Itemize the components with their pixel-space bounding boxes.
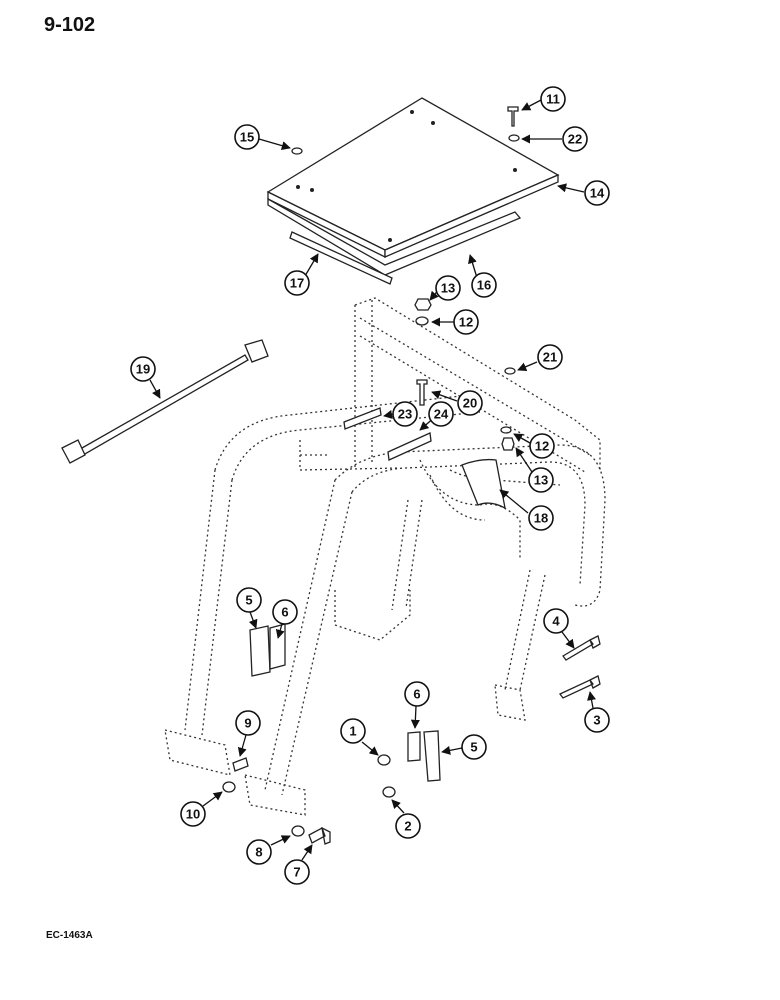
callout-10: 10	[180, 801, 206, 827]
callout-6b-label: 6	[413, 687, 420, 702]
callout-24-label: 24	[434, 407, 449, 422]
callout-13b: 13	[528, 467, 554, 493]
callout-13a: 13	[435, 275, 461, 301]
callout-1: 1	[340, 718, 366, 744]
callout-19: 19	[130, 356, 156, 382]
leader-lines	[149, 99, 596, 861]
callout-22: 22	[562, 126, 588, 152]
callout-11-label: 11	[546, 92, 560, 107]
callout-17-label: 17	[290, 276, 304, 291]
callout-5a-label: 5	[245, 593, 252, 608]
callout-5b-label: 5	[470, 740, 477, 755]
callout-7: 7	[284, 859, 310, 885]
small-parts	[222, 106, 601, 845]
top-plate	[266, 97, 560, 259]
callout-10-label: 10	[186, 807, 200, 822]
callout-21: 21	[537, 344, 563, 370]
callout-23-label: 23	[398, 407, 412, 422]
callout-11: 11	[540, 86, 566, 112]
callout-17: 17	[284, 270, 310, 296]
callout-21-label: 21	[543, 350, 557, 365]
figure-code: EC-1463A	[46, 930, 93, 941]
callout-3-label: 3	[593, 713, 600, 728]
callout-16: 16	[471, 272, 497, 298]
callout-18: 18	[528, 505, 554, 531]
callout-3: 3	[584, 707, 610, 733]
callout-6a: 6	[272, 599, 298, 625]
callout-20: 20	[457, 390, 483, 416]
callout-9: 9	[235, 710, 261, 736]
page-number: 9-102	[44, 14, 96, 36]
callout-14-label: 14	[590, 186, 605, 201]
callout-5a: 5	[236, 587, 262, 613]
callout-5b: 5	[461, 734, 487, 760]
callout-24: 24	[428, 401, 454, 427]
callout-4: 4	[543, 608, 569, 634]
lower-plate	[267, 197, 522, 276]
callout-12b-label: 12	[535, 439, 549, 454]
rops-frame	[164, 297, 606, 816]
callout-8-label: 8	[255, 845, 262, 860]
callout-12b: 12	[529, 433, 555, 459]
callout-15: 15	[234, 124, 260, 150]
callout-19-label: 19	[136, 362, 150, 377]
callout-14: 14	[584, 180, 610, 206]
callout-22-label: 22	[568, 132, 582, 147]
callout-6a-label: 6	[281, 605, 288, 620]
callout-4-label: 4	[552, 614, 560, 629]
callout-8: 8	[246, 839, 272, 865]
callout-9-label: 9	[244, 716, 251, 731]
callout-13a-label: 13	[441, 281, 455, 296]
callout-18-label: 18	[534, 511, 548, 526]
callout-1-label: 1	[349, 724, 356, 739]
callout-2-label: 2	[404, 819, 411, 834]
rubber-strip	[289, 231, 393, 285]
callout-13b-label: 13	[534, 473, 548, 488]
callout-7-label: 7	[293, 865, 300, 880]
callout-20-label: 20	[463, 396, 477, 411]
callout-12a: 12	[453, 309, 479, 335]
callout-16-label: 16	[477, 278, 491, 293]
callout-2: 2	[395, 813, 421, 839]
callout-23: 23	[392, 401, 418, 427]
callout-12a-label: 12	[459, 315, 473, 330]
cable	[61, 339, 269, 464]
callout-6b: 6	[404, 681, 430, 707]
callout-15-label: 15	[240, 130, 254, 145]
